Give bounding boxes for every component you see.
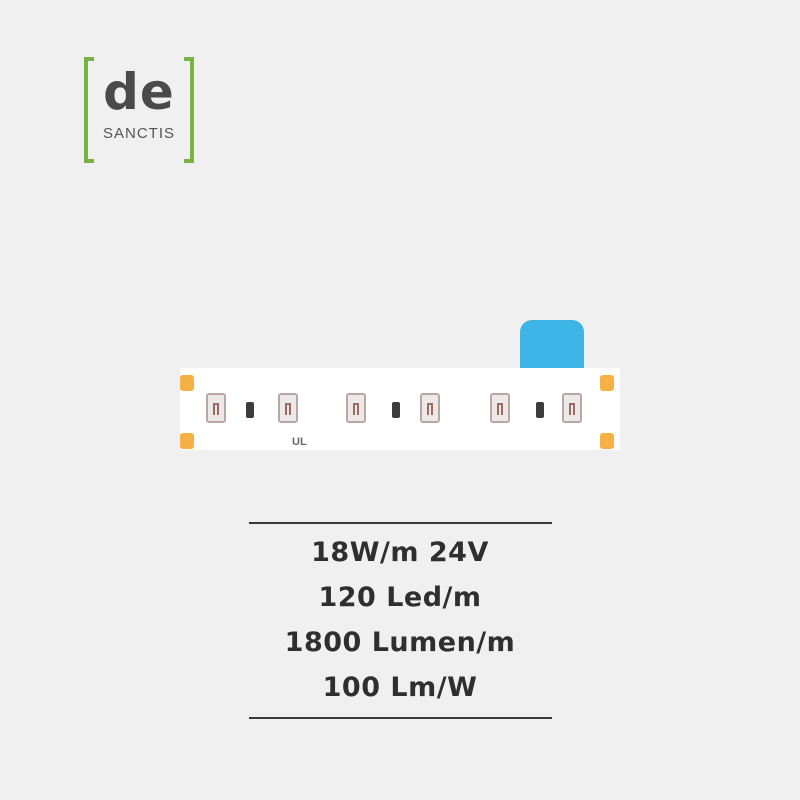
led-strip-image: UL (180, 315, 620, 455)
resistor (536, 402, 544, 418)
spec-divider-bottom (249, 717, 552, 719)
spec-list: 18W/m 24V 120 Led/m 1800 Lumen/m 100 Lm/… (200, 530, 600, 710)
solder-pad (180, 375, 194, 391)
led-chip (490, 393, 510, 423)
resistor (392, 402, 400, 418)
led-chip (420, 393, 440, 423)
logo-bracket-left (84, 57, 94, 163)
spec-lumen: 1800 Lumen/m (284, 627, 516, 658)
resistor (246, 402, 254, 418)
spec-led-density: 120 Led/m (318, 582, 482, 613)
led-chip (206, 393, 226, 423)
logo-text-sanctis: SANCTIS (102, 125, 175, 142)
led-chip (346, 393, 366, 423)
logo-bracket-right (184, 57, 194, 163)
spec-power: 18W/m 24V (311, 537, 489, 568)
brand-logo: de SANCTIS (84, 57, 194, 163)
spec-divider-top (249, 522, 552, 524)
led-chip (562, 393, 582, 423)
solder-pad (600, 433, 614, 449)
led-chip (278, 393, 298, 423)
solder-pad (600, 375, 614, 391)
spec-efficacy: 100 Lm/W (322, 672, 478, 703)
ul-certification-mark: UL (292, 436, 307, 448)
logo-text-de: de (103, 63, 175, 121)
solder-pad (180, 433, 194, 449)
